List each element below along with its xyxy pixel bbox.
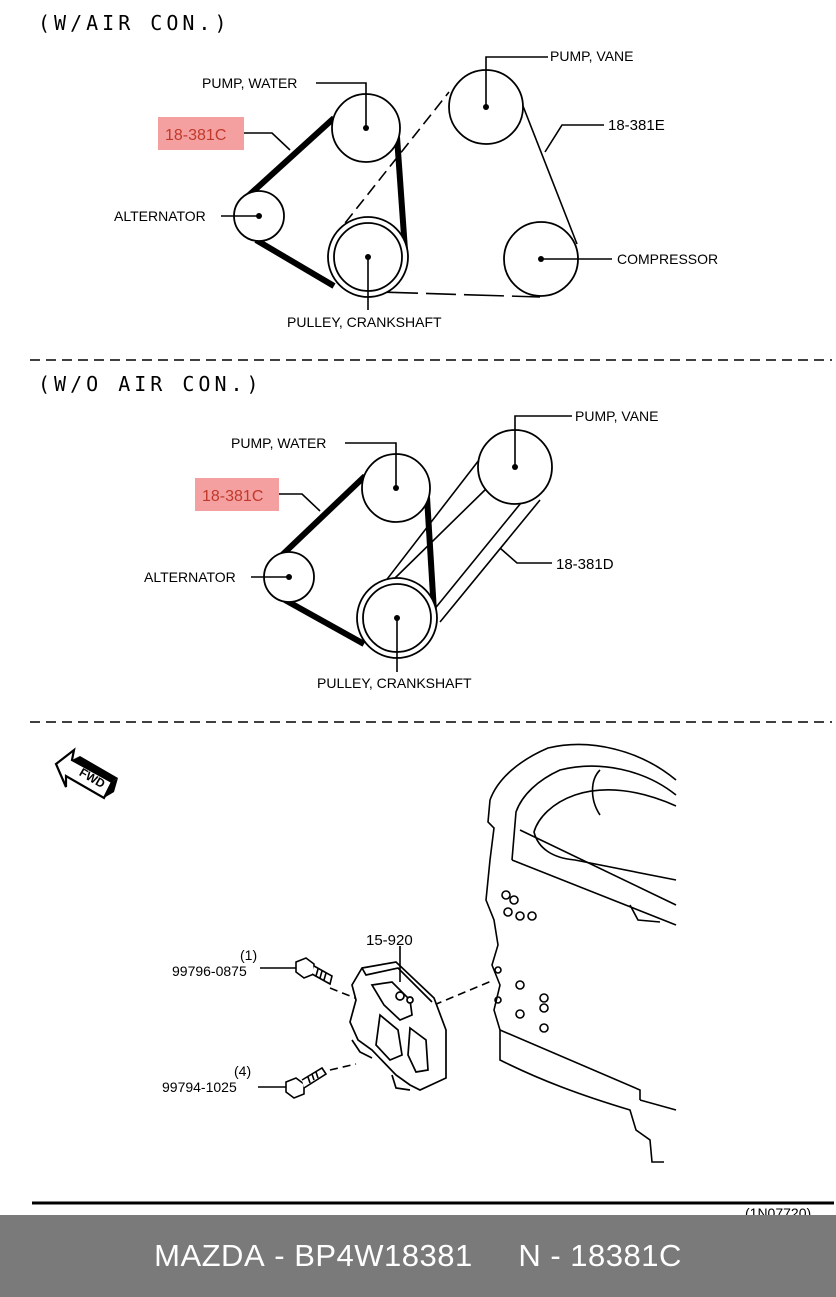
- label-bolt1-part: 99796-0875: [172, 963, 247, 979]
- footer-part-number: BP4W18381: [294, 1238, 473, 1273]
- label-alternator-without-ac: ALTERNATOR: [144, 569, 236, 585]
- label-belt-main-without-ac: 18-381C: [202, 488, 263, 505]
- label-bolt1-qty: (1): [240, 947, 257, 963]
- label-belt-ac: 18-381E: [608, 117, 665, 134]
- ps-belt-without-ac: [380, 459, 541, 623]
- bolt-99796-0875: [295, 957, 333, 986]
- ac-belt-with-ac: [333, 91, 578, 298]
- label-bracket-part: 15-920: [366, 932, 413, 949]
- bracket-section: FWD: [54, 743, 677, 1163]
- footer-ref-number: N - 18381C: [518, 1238, 682, 1273]
- label-compressor: COMPRESSOR: [617, 251, 718, 267]
- label-pump-water-2: PUMP, WATER: [231, 435, 326, 451]
- section-without-ac: (W/O AIR CON.) PUMP, WATER: [38, 372, 659, 691]
- main-belt-without-ac: [277, 473, 437, 647]
- label-belt-main-with-ac: 18-381C: [165, 127, 226, 144]
- footer-separator: -: [265, 1238, 295, 1273]
- label-crankshaft-without-ac: PULLEY, CRANKSHAFT: [317, 675, 472, 691]
- label-alternator-with-ac: ALTERNATOR: [114, 208, 206, 224]
- label-crankshaft-with-ac: PULLEY, CRANKSHAFT: [287, 314, 442, 330]
- part-footer: MAZDA - BP4W18381 N - 18381C: [0, 1215, 836, 1297]
- label-pump-vane: PUMP, VANE: [550, 48, 634, 64]
- section-with-ac: (W/AIR CON.) PUMP, W: [38, 11, 718, 330]
- figure-code: (1N07720): [745, 1205, 811, 1215]
- footer-gap: [473, 1238, 519, 1274]
- fwd-arrow-icon: FWD: [54, 747, 118, 800]
- label-pump-vane-2: PUMP, VANE: [575, 408, 659, 424]
- label-bolt2-part: 99794-1025: [162, 1079, 237, 1095]
- highlight-box-without-ac: [195, 478, 279, 511]
- belt-diagram: (W/AIR CON.) PUMP, W: [30, 11, 834, 1215]
- label-pump-water: PUMP, WATER: [202, 75, 297, 91]
- label-bolt2-qty: (4): [234, 1063, 251, 1079]
- section-title-with-ac: (W/AIR CON.): [38, 11, 231, 35]
- bracket-15-920: [349, 961, 447, 1091]
- engine-block: [485, 743, 677, 1163]
- highlight-box-with-ac: [158, 117, 244, 150]
- footer-brand: MAZDA: [154, 1238, 266, 1273]
- main-belt-with-ac: [244, 115, 408, 289]
- section-title-without-ac: (W/O AIR CON.): [38, 372, 263, 396]
- bolt-99794-1025: [285, 1066, 328, 1099]
- label-belt-ps: 18-381D: [556, 556, 614, 573]
